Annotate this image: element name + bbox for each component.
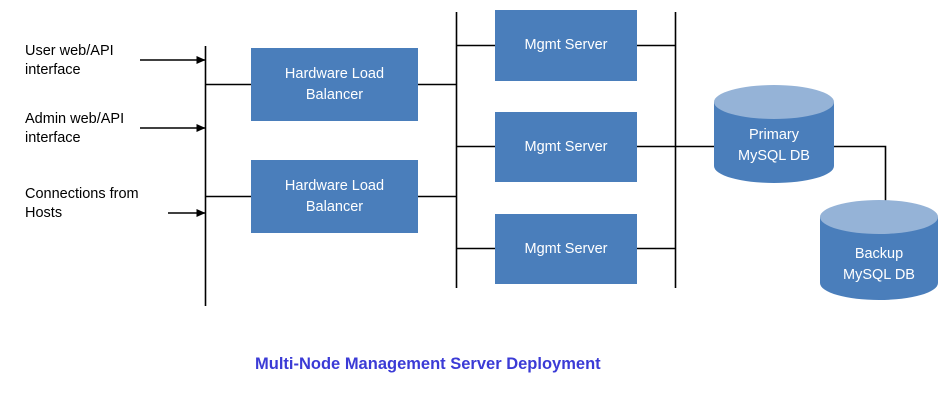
- node-primary-mysql-db[interactable]: Primary MySQL DB: [714, 85, 834, 183]
- primary-to-backup-db-link: [833, 145, 887, 216]
- node-mgmt-server-2[interactable]: Mgmt Server: [495, 112, 637, 182]
- backup-db-cylinder-icon: [820, 200, 938, 300]
- input-label-host-connections: Connections from Hosts: [25, 185, 139, 223]
- node-hardware-load-balancer-2[interactable]: Hardware Load Balancer: [251, 160, 418, 233]
- node-hardware-load-balancer-2-line1: Hardware Load: [284, 177, 385, 194]
- input-label-host-connections-line2: Hosts: [25, 205, 63, 221]
- input-label-admin-interface-line1: Admin web/API: [25, 111, 125, 127]
- node-mgmt-server-3-label: Mgmt Server: [524, 240, 608, 257]
- node-hardware-load-balancer-1-line1: Hardware Load: [284, 65, 385, 82]
- node-hardware-load-balancer-2-line2: Balancer: [305, 198, 364, 215]
- input-label-user-interface-line1: User web/API: [25, 43, 114, 59]
- diagram-title: Multi-Node Management Server Deployment: [255, 355, 601, 373]
- node-mgmt-server-2-label: Mgmt Server: [524, 138, 608, 155]
- node-hardware-load-balancer-1[interactable]: Hardware Load Balancer: [251, 48, 418, 121]
- node-mgmt-server-1-label: Mgmt Server: [524, 37, 608, 53]
- input-label-user-interface: User web/API interface: [25, 42, 114, 80]
- node-backup-mysql-db[interactable]: Backup MySQL DB: [820, 200, 938, 300]
- node-mgmt-server-1[interactable]: Mgmt Server: [495, 10, 637, 81]
- primary-db-cylinder-icon: [714, 85, 834, 183]
- node-hardware-load-balancer-1-line2: Balancer: [305, 86, 364, 103]
- node-mgmt-server-3[interactable]: Mgmt Server: [495, 214, 637, 284]
- input-label-user-interface-line2: interface: [25, 62, 81, 78]
- input-label-admin-interface-line2: interface: [25, 130, 81, 146]
- input-label-host-connections-line1: Connections from: [25, 186, 139, 202]
- input-label-admin-interface: Admin web/API interface: [25, 110, 124, 148]
